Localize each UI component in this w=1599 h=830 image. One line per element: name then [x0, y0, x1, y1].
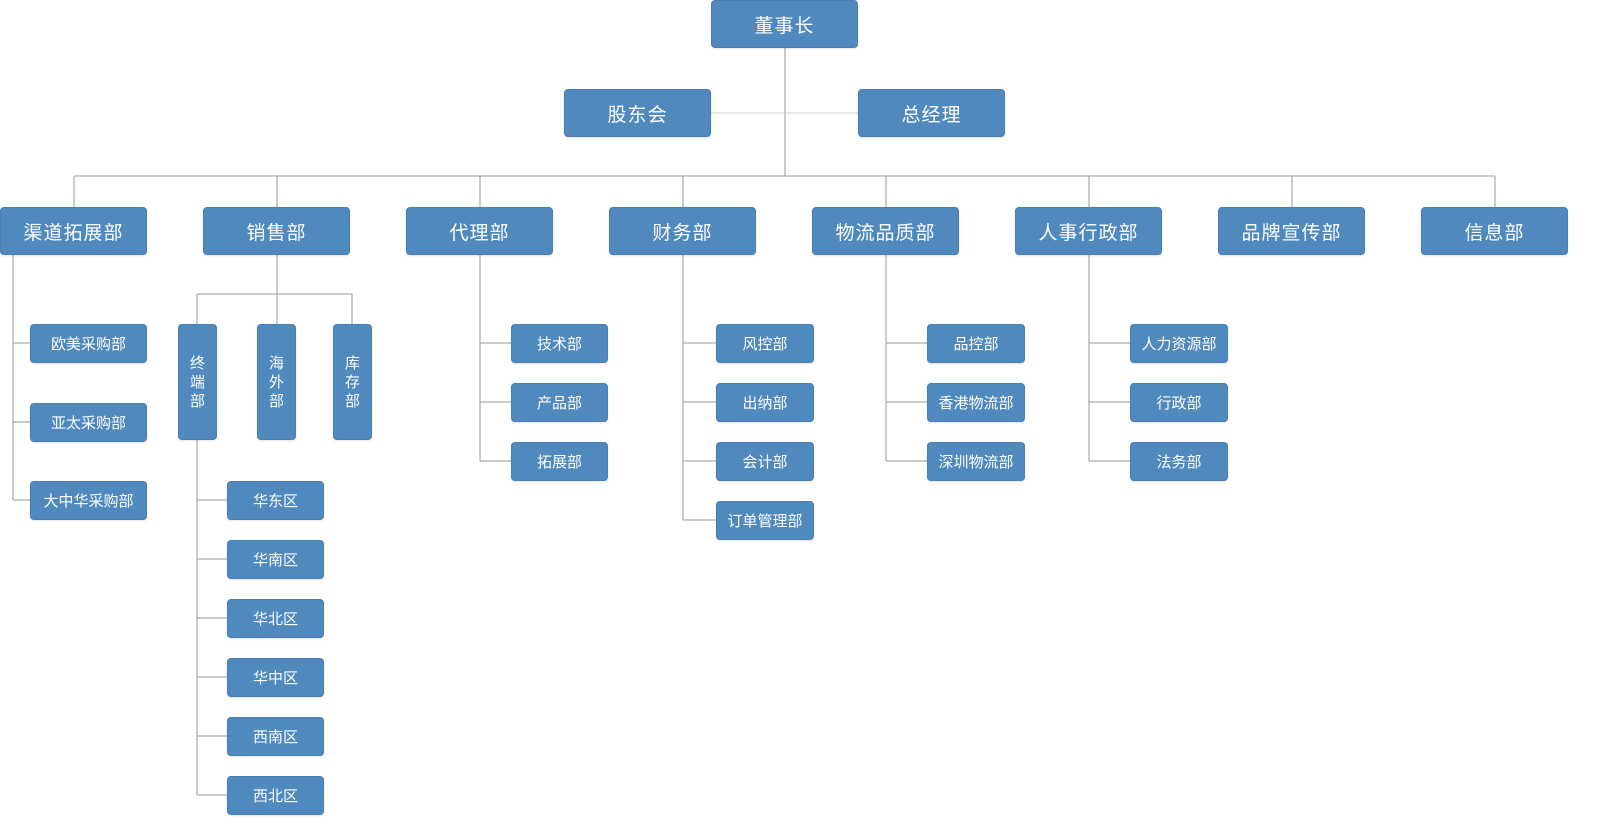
region-box[interactable]: 华东区	[227, 481, 324, 520]
region-box[interactable]: 华北区	[227, 599, 324, 638]
region-box[interactable]: 华南区	[227, 540, 324, 579]
logistics-sub-box[interactable]: 深圳物流部	[927, 442, 1025, 481]
dept-info-box[interactable]: 信息部	[1421, 207, 1568, 255]
region-box[interactable]: 华中区	[227, 658, 324, 697]
agency-sub-box[interactable]: 产品部	[511, 383, 608, 422]
region-box[interactable]: 西南区	[227, 717, 324, 756]
sales-group-overseas-box[interactable]: 海外部	[257, 324, 296, 440]
dept-logistics-box[interactable]: 物流品质部	[812, 207, 959, 255]
dept-brand-box[interactable]: 品牌宣传部	[1218, 207, 1365, 255]
agency-sub-box[interactable]: 技术部	[511, 324, 608, 363]
hr-sub-box[interactable]: 行政部	[1130, 383, 1228, 422]
logistics-sub-box[interactable]: 品控部	[927, 324, 1025, 363]
channel-sub-box[interactable]: 大中华采购部	[30, 481, 147, 520]
agency-sub-box[interactable]: 拓展部	[511, 442, 608, 481]
general-manager-box[interactable]: 总经理	[858, 89, 1005, 137]
finance-sub-box[interactable]: 会计部	[716, 442, 814, 481]
chairman-box[interactable]: 董事长	[711, 0, 858, 48]
dept-sales-box[interactable]: 销售部	[203, 207, 350, 255]
logistics-sub-box[interactable]: 香港物流部	[927, 383, 1025, 422]
finance-sub-box[interactable]: 出纳部	[716, 383, 814, 422]
dept-agency-box[interactable]: 代理部	[406, 207, 553, 255]
shareholders-box[interactable]: 股东会	[564, 89, 711, 137]
finance-sub-box[interactable]: 订单管理部	[716, 501, 814, 540]
dept-channel-box[interactable]: 渠道拓展部	[0, 207, 147, 255]
channel-sub-box[interactable]: 欧美采购部	[30, 324, 147, 363]
channel-sub-box[interactable]: 亚太采购部	[30, 403, 147, 442]
finance-sub-box[interactable]: 风控部	[716, 324, 814, 363]
dept-hr-box[interactable]: 人事行政部	[1015, 207, 1162, 255]
sales-group-inventory-box[interactable]: 库存部	[333, 324, 372, 440]
dept-finance-box[interactable]: 财务部	[609, 207, 756, 255]
region-box[interactable]: 西北区	[227, 776, 324, 815]
hr-sub-box[interactable]: 人力资源部	[1130, 324, 1228, 363]
hr-sub-box[interactable]: 法务部	[1130, 442, 1228, 481]
sales-group-terminal-box[interactable]: 终端部	[178, 324, 217, 440]
